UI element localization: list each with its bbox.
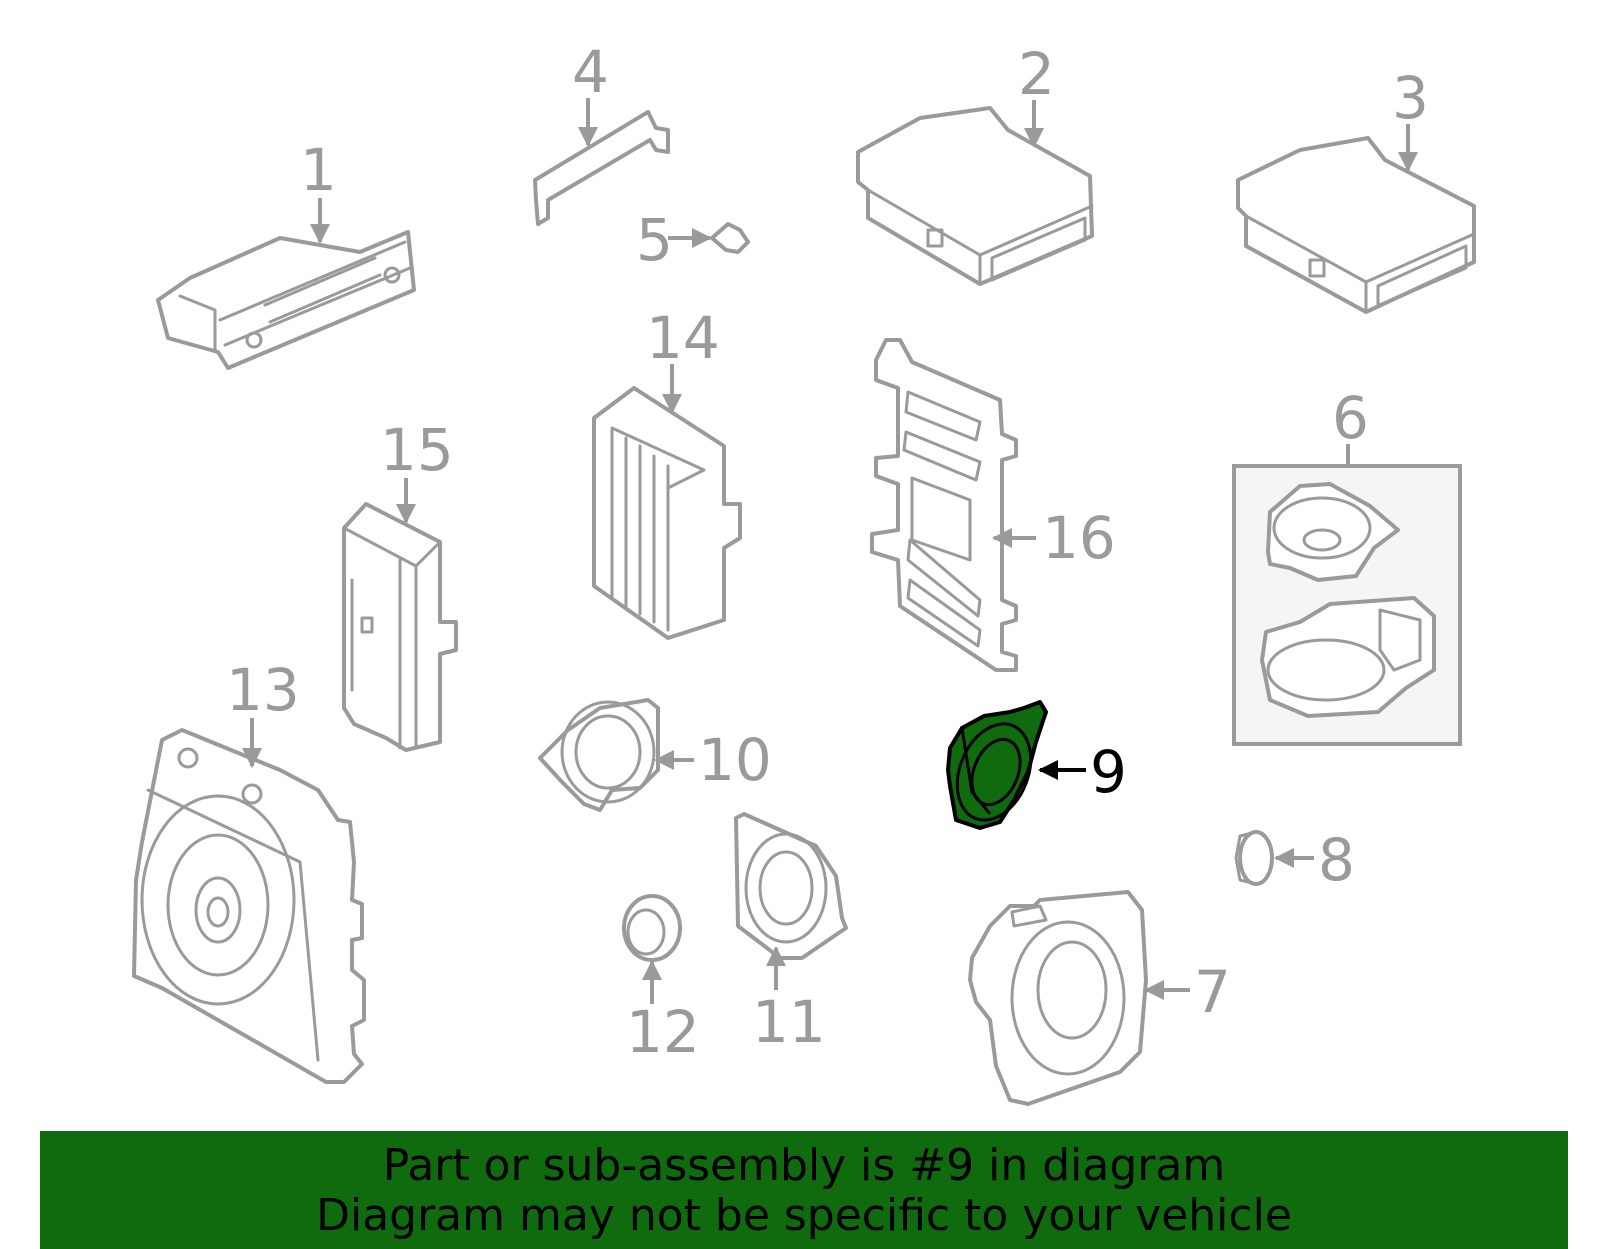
callout-6: 6 bbox=[1332, 384, 1369, 452]
part-2-module[interactable] bbox=[856, 106, 1094, 286]
part-5-clip[interactable] bbox=[710, 222, 750, 254]
part-15-module[interactable] bbox=[342, 502, 458, 752]
part-16-panel[interactable] bbox=[870, 338, 1018, 672]
callout-11: 11 bbox=[752, 988, 826, 1056]
callout-7: 7 bbox=[1194, 958, 1231, 1026]
part-13-subwoofer[interactable] bbox=[132, 728, 366, 1084]
banner-line-2: Diagram may not be specific to your vehi… bbox=[316, 1190, 1292, 1241]
banner-line-1: Part or sub-assembly is #9 in diagram bbox=[382, 1140, 1226, 1191]
part-7-speaker[interactable] bbox=[968, 890, 1148, 1106]
info-banner: Part or sub-assembly is #9 in diagram Di… bbox=[40, 1131, 1568, 1249]
part-12-tweeter[interactable] bbox=[622, 894, 682, 962]
callout-10: 10 bbox=[698, 726, 772, 794]
part-3-module[interactable] bbox=[1236, 136, 1476, 314]
callout-9: 9 bbox=[1090, 738, 1127, 806]
part-14-amplifier[interactable] bbox=[592, 386, 742, 640]
callout-14: 14 bbox=[646, 304, 720, 372]
part-1-radio-unit[interactable] bbox=[156, 230, 416, 370]
part-4-bracket[interactable] bbox=[533, 110, 670, 226]
part-8-grommet[interactable] bbox=[1234, 830, 1274, 886]
callout-13: 13 bbox=[226, 656, 300, 724]
callout-1: 1 bbox=[300, 136, 337, 204]
callout-3: 3 bbox=[1392, 64, 1429, 132]
callout-16: 16 bbox=[1042, 504, 1116, 572]
callout-2: 2 bbox=[1018, 40, 1055, 108]
part-10-speaker[interactable] bbox=[538, 698, 660, 812]
callout-4: 4 bbox=[572, 38, 609, 106]
part-9-speaker-highlighted[interactable] bbox=[944, 700, 1048, 831]
callout-8: 8 bbox=[1318, 826, 1355, 894]
callout-15: 15 bbox=[380, 416, 454, 484]
callout-5: 5 bbox=[636, 206, 673, 274]
part-11-speaker[interactable] bbox=[734, 812, 848, 960]
callout-12: 12 bbox=[626, 998, 700, 1066]
part-6-speaker-kit[interactable] bbox=[1232, 464, 1462, 746]
